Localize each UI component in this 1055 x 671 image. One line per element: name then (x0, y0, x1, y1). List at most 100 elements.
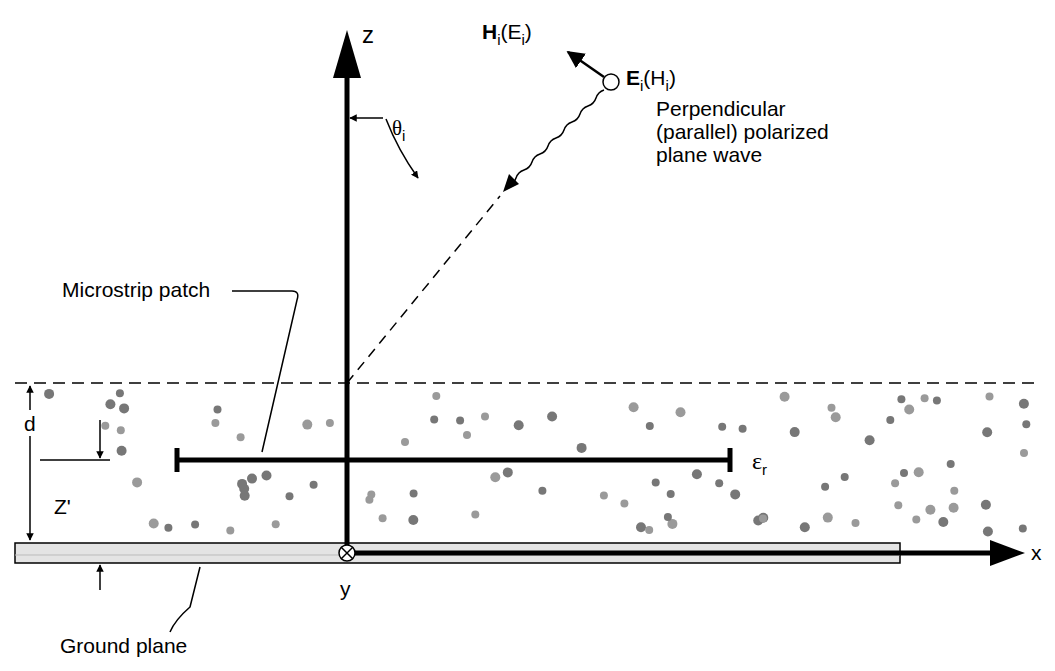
patch-leader (232, 291, 298, 452)
label: ε (752, 448, 762, 474)
dielectric-dot (982, 427, 992, 437)
dielectric-dot (211, 419, 219, 427)
dielectric-dot (828, 404, 836, 412)
dielectric-dot (986, 393, 994, 401)
z-arrowhead (333, 30, 361, 78)
label: θ (392, 116, 402, 140)
dielectric-dot (503, 467, 513, 477)
dielectric-surface (15, 382, 1040, 384)
dielectric-dot (800, 522, 810, 532)
dielectric-dot (636, 522, 646, 532)
label: i (640, 77, 643, 94)
dielectric-dot (841, 473, 849, 481)
dielectric-dot (1020, 449, 1028, 457)
dielectric-dot (900, 469, 908, 477)
dielectric-dot (947, 460, 955, 468)
label: (E (501, 20, 522, 43)
dielectric-dot (272, 520, 280, 528)
dielectric-dot (891, 479, 899, 487)
dielectric-dot (645, 526, 653, 534)
label: Microstrip patch (62, 278, 210, 301)
dielectric-dot (921, 394, 929, 402)
field-vector-symbol (603, 74, 619, 90)
label-group: d (24, 412, 36, 435)
dielectric-dot (302, 420, 312, 430)
dielectric-dot (310, 481, 318, 489)
dielectric-dot (629, 402, 639, 412)
zprime-arrow (99, 565, 101, 590)
dielectric-dot (664, 513, 672, 521)
dielectric-dot (117, 446, 127, 456)
patch-end (175, 448, 180, 472)
dielectric-dot (214, 406, 222, 414)
dielectric-dot (432, 392, 440, 400)
dielectric-dot (730, 489, 740, 499)
z-axis (345, 75, 350, 553)
dielectric-dot (101, 422, 109, 430)
label-group: Ei(Hi) (626, 66, 676, 95)
field-vector (568, 52, 604, 77)
label: i (666, 77, 669, 94)
label: d (24, 412, 36, 435)
dielectric-dot (247, 474, 257, 484)
dielectric-dot (933, 397, 941, 405)
dielectric-dot (886, 416, 894, 424)
dielectric-dot (456, 416, 464, 424)
label-group: x (1031, 541, 1042, 564)
y-axis-symbol (339, 545, 355, 561)
dielectric-dot (326, 419, 334, 427)
dielectric-dot (262, 471, 272, 481)
dielectric-dot (547, 412, 557, 422)
dielectric-dot (981, 500, 991, 510)
dielectric-dot (950, 487, 958, 495)
label: r (762, 461, 767, 478)
theta-leader (350, 117, 383, 119)
incidence-line (347, 196, 500, 383)
dielectric-dot (831, 412, 841, 422)
dielectric-dot (44, 389, 54, 399)
label: Ground plane (60, 634, 187, 657)
label-group: y (340, 577, 351, 600)
dielectric-dot (514, 420, 524, 430)
dielectric-dot (759, 515, 767, 523)
dielectric-dot (430, 416, 438, 424)
dielectric-dot (914, 467, 924, 477)
dielectric-dot (117, 426, 125, 434)
dielectric-dot (410, 490, 418, 498)
dielectric-dot (667, 490, 675, 498)
label: ) (525, 20, 532, 43)
label-group: Ground plane (60, 634, 187, 657)
dielectric-dot (1019, 525, 1027, 533)
x-arrowhead (990, 540, 1025, 566)
label-group: θi (392, 116, 405, 145)
patch-end (728, 448, 733, 472)
dielectric-dot (692, 469, 702, 479)
label: z (362, 21, 374, 48)
dielectric-dot (379, 514, 387, 522)
dielectric-dot (286, 492, 294, 500)
dielectric-dot (237, 433, 245, 441)
label: y (340, 577, 351, 600)
y-axis-cross (341, 547, 353, 559)
d-dimension (29, 436, 31, 540)
dielectric-dot (105, 399, 115, 409)
dielectric-dot (865, 435, 875, 445)
label: ) (669, 66, 676, 89)
dielectric-dot (471, 510, 479, 518)
dielectric-dot (949, 503, 959, 513)
label: H (482, 20, 497, 43)
dielectric-dot (718, 423, 726, 431)
dielectric-dot (164, 524, 172, 532)
dielectric-dot (894, 501, 902, 509)
dielectric-dot (983, 527, 993, 537)
dielectric-dot (149, 519, 159, 529)
label-group: Microstrip patch (62, 278, 210, 301)
label: Perpendicular (parallel) polarized plane… (656, 97, 829, 166)
dielectric-dot (780, 392, 790, 402)
dielectric-dot (620, 499, 628, 507)
label: E (626, 66, 640, 89)
y-axis-cross (341, 547, 353, 559)
dielectric-dot (904, 405, 914, 415)
label: x (1031, 541, 1042, 564)
